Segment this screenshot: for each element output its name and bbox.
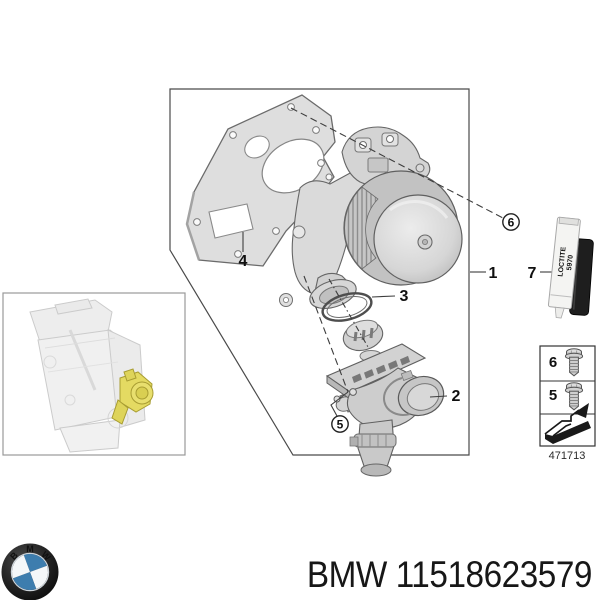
- leader-line-5-bend: [330, 391, 349, 417]
- leader-line-5: [303, 275, 349, 393]
- leader-line-6: [290, 107, 504, 219]
- callout-4: 4: [239, 253, 248, 270]
- callout-7: 7: [528, 265, 537, 282]
- leader-line-2: [429, 395, 448, 398]
- diagram-ref-number: 471713: [549, 450, 586, 462]
- callout-2: 2: [452, 388, 461, 405]
- sealant-stick: LOCTITE 5970: [547, 216, 594, 319]
- engine-thumbnail[interactable]: [2, 292, 186, 456]
- sealant-tube: LOCTITE 5970: [547, 216, 581, 319]
- callout-5-circled: 5: [331, 415, 349, 433]
- roundel-letter-m: M: [26, 544, 34, 554]
- highlighted-water-pump: [111, 368, 154, 425]
- callout-6-circled: 6: [502, 213, 520, 231]
- main-diagram[interactable]: 4 3 2 1 7 6 5: [169, 88, 554, 477]
- sealant-product-label: 5970: [566, 254, 575, 270]
- hardware-table: 6 5 471713: [539, 345, 596, 462]
- leader-line-3: [371, 295, 396, 298]
- profile-gasket-icon: [544, 403, 591, 444]
- part-gasket-plate: [185, 94, 336, 267]
- part-oring: [321, 292, 373, 322]
- svg-text:6: 6: [508, 216, 515, 230]
- bmw-roundel: B M W: [1, 543, 59, 600]
- sealant-brand-label: LOCTITE: [557, 246, 567, 277]
- brand-text: BMW: [306, 554, 387, 595]
- table-row-5-label: 5: [549, 387, 557, 404]
- part-water-pump: [279, 126, 463, 309]
- part-number-text: 11518623579: [395, 554, 593, 595]
- table-row-6-label: 6: [549, 354, 557, 371]
- part-thermostat-housing: [325, 343, 445, 477]
- callout-1: 1: [489, 265, 498, 282]
- part-number-line: BMW 11518623579: [59, 554, 593, 598]
- callout-3: 3: [400, 288, 409, 305]
- svg-text:5: 5: [337, 418, 344, 432]
